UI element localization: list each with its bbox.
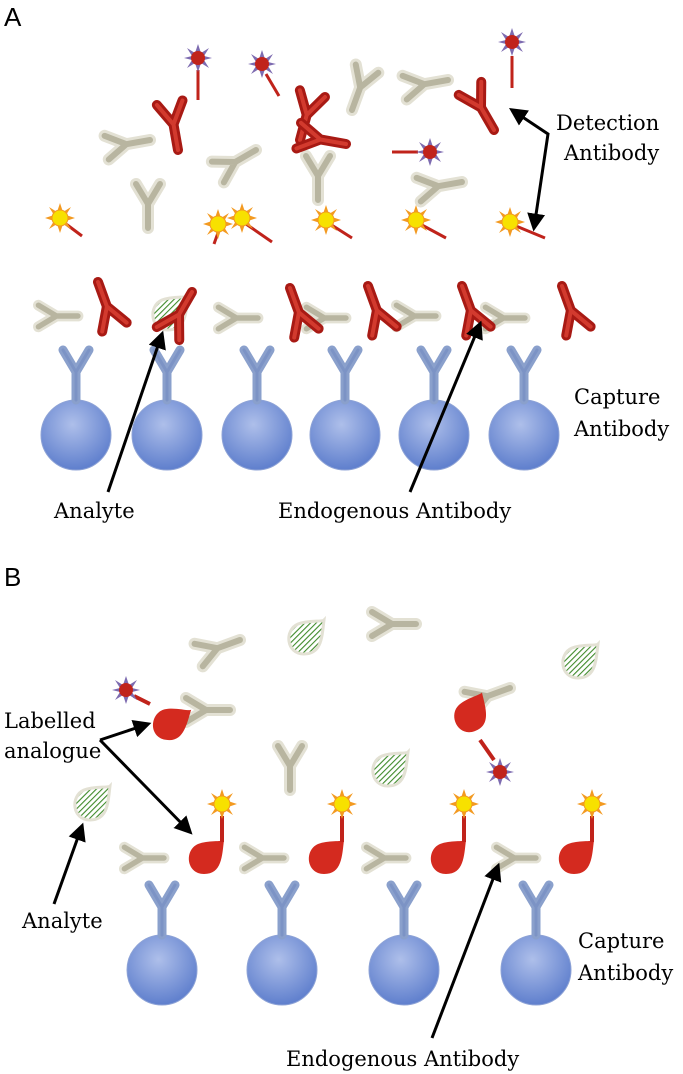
panel-a-letter: A (4, 2, 22, 32)
panel-a-analyte-label: Analyte (53, 499, 135, 523)
panel-a-capture-label-2: Antibody (573, 417, 669, 441)
panel-b-labelled-arrow-1 (99, 720, 152, 742)
panel-a-detection-arrow (509, 108, 550, 232)
panel-b-labelled-arrow-2 (98, 738, 193, 835)
panel-b-capture-label-2: Antibody (577, 961, 673, 985)
panel-b-analyte-arrow (52, 822, 86, 905)
panel-b-capture-beads (127, 885, 571, 1005)
panel-a-analyte-arrow (106, 330, 166, 493)
panel-a-detection-label-1: Detection (556, 111, 659, 135)
panel-b-labelled-label-1: Labelled (4, 709, 96, 733)
panel-b-capture-label-1: Capture (578, 929, 664, 953)
panel-b-letter: B (4, 562, 21, 592)
panel-b-labelled-label-2: analogue (4, 739, 101, 763)
panel-a-free-antibodies (105, 28, 526, 228)
panel-a-capture-label-1: Capture (574, 385, 660, 409)
panel-b-endogenous-arrow (430, 862, 502, 1039)
panel-b-free-items (73, 612, 600, 822)
panel-a-capture-beads (41, 350, 559, 470)
panel-a-endogenous-label: Endogenous Antibody (278, 499, 511, 523)
panel-a-detection-label-2: Antibody (563, 141, 659, 165)
panel-a-endogenous-arrow (408, 320, 483, 493)
panel-b-endogenous-label: Endogenous Antibody (286, 1047, 519, 1071)
panel-b-bound-analogues (188, 788, 608, 874)
panel-b-analyte-label: Analyte (21, 909, 103, 933)
panel-a-bound-detection (44, 202, 591, 340)
